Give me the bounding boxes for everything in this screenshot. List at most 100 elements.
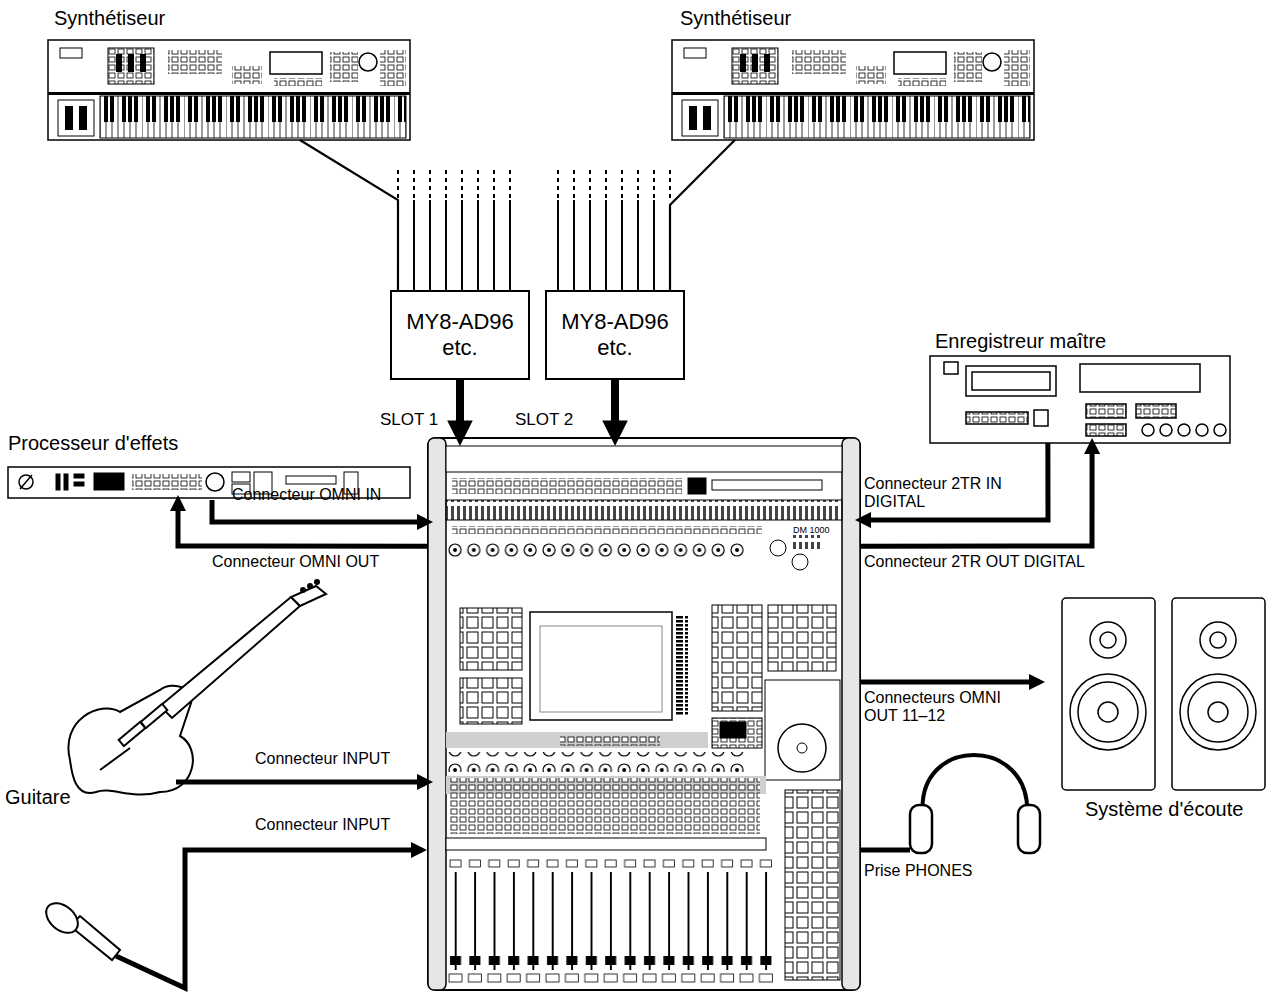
mixer-illustration xyxy=(428,438,860,990)
headphones-illustration xyxy=(910,755,1040,853)
mixer-illustration xyxy=(720,722,746,738)
device-label: Processeur d'effets xyxy=(8,432,178,455)
effects-processor-illustration xyxy=(20,475,32,489)
effects-processor-illustration xyxy=(94,473,124,490)
master-recorder-illustration xyxy=(1136,404,1176,418)
audio-channel-lines xyxy=(414,200,510,290)
audio-channel-lines xyxy=(398,170,670,290)
master-recorder-illustration xyxy=(1034,410,1048,426)
master-recorder-illustration xyxy=(1214,424,1226,436)
microphone-illustration xyxy=(40,897,120,960)
effects-processor-illustration xyxy=(74,482,84,486)
mixer-illustration xyxy=(688,478,706,494)
speaker-illustration xyxy=(1208,702,1228,722)
master-recorder-illustration xyxy=(930,356,1230,443)
master-recorder-illustration xyxy=(1196,424,1208,436)
mixer-illustration xyxy=(842,438,860,990)
guitar-illustration xyxy=(291,586,326,606)
mixer-illustration xyxy=(768,605,836,671)
speaker-illustration xyxy=(1062,598,1265,790)
effects-processor-illustration xyxy=(132,474,202,490)
mixer-illustration xyxy=(446,858,776,986)
audio-channel-lines xyxy=(558,200,654,290)
mixer-illustration xyxy=(785,790,840,980)
mixer-illustration xyxy=(712,605,762,711)
mixer-illustration xyxy=(460,678,522,724)
master-recorder-illustration xyxy=(966,366,1056,396)
master-recorder-illustration xyxy=(1142,424,1154,436)
master-recorder-illustration xyxy=(966,412,1028,424)
signal-connector xyxy=(330,779,428,784)
box-label: MY8-AD96 etc. xyxy=(395,309,525,362)
speaker-illustration xyxy=(1188,682,1248,742)
effects-processor-illustration xyxy=(56,474,60,490)
master-recorder-illustration xyxy=(1160,424,1172,436)
effects-processor-illustration xyxy=(19,475,33,489)
mixer-illustration xyxy=(712,718,762,748)
connector-label: Connecteur OMNI IN xyxy=(232,486,381,504)
mixer-illustration xyxy=(428,438,860,990)
speaker-illustration xyxy=(1200,622,1236,658)
speaker-illustration xyxy=(1210,632,1226,648)
mixer-illustration xyxy=(460,608,522,670)
signal-connector xyxy=(860,443,1092,546)
effects-processor-illustration xyxy=(286,476,336,484)
mixer-illustration xyxy=(446,446,842,472)
guitar-illustration xyxy=(308,584,312,588)
mixer-illustration xyxy=(446,732,708,748)
mixer-illustration xyxy=(446,500,842,520)
speaker-illustration xyxy=(1062,598,1155,790)
connector-label: Prise PHONES xyxy=(864,862,972,880)
master-recorder: Enregistreur maître xyxy=(928,330,1233,443)
mixing-console: DM 1000 xyxy=(428,438,860,990)
master-recorder-illustration xyxy=(1086,404,1126,418)
microphone-illustration xyxy=(40,897,83,939)
headphones-illustration xyxy=(923,755,1028,815)
master-recorder-illustration xyxy=(944,362,958,374)
effects-processor-illustration xyxy=(206,473,224,491)
device-label: Guitare xyxy=(5,786,71,809)
master-recorder-illustration xyxy=(972,372,1050,390)
mixer-illustration xyxy=(530,612,672,720)
monitor-speakers: Système d'écoute xyxy=(1040,598,1275,823)
audio-channel-lines xyxy=(558,170,670,200)
device-label: Système d'écoute xyxy=(1085,798,1243,821)
device-label: Synthétiseur xyxy=(680,7,791,30)
master-recorder-illustration xyxy=(930,356,1230,443)
guitar-illustration xyxy=(315,580,319,584)
mixer-illustration xyxy=(676,615,688,715)
mixer-illustration xyxy=(778,724,826,772)
signal-connector xyxy=(178,500,428,546)
master-recorder-illustration xyxy=(1086,424,1126,436)
signal-connector xyxy=(212,500,428,522)
signal-connector xyxy=(456,380,464,438)
speaker-illustration xyxy=(1098,702,1118,722)
speaker-illustration xyxy=(1070,674,1146,750)
guitar-illustration xyxy=(301,588,305,592)
connector-label: Connecteur OMNI OUT xyxy=(212,553,379,571)
mixer-illustration xyxy=(450,778,760,834)
guitar-illustration xyxy=(119,722,146,746)
synthesizer-illustration xyxy=(48,40,410,140)
mixer-illustration xyxy=(790,535,820,549)
master-recorder-illustration xyxy=(1080,364,1200,392)
mixer-illustration xyxy=(540,626,662,712)
speaker-illustration xyxy=(1090,622,1126,658)
signal-connector xyxy=(611,380,619,438)
effects-processor-illustration xyxy=(74,474,84,478)
device-label: Enregistreur maître xyxy=(935,330,1106,353)
master-recorder-illustration xyxy=(1178,424,1190,436)
mixer-illustration xyxy=(797,743,807,753)
connector-label: Connecteur INPUT xyxy=(255,750,390,768)
guitar-illustration xyxy=(100,748,130,770)
effects-processor-illustration xyxy=(232,472,250,482)
guitar-cable xyxy=(176,780,330,785)
connector-label: Connecteur 2TR IN DIGITAL xyxy=(864,475,1039,512)
microphone-cable xyxy=(116,850,422,988)
mixer-illustration xyxy=(446,838,766,850)
connector-label: Connecteurs OMNI OUT 11–12 xyxy=(864,689,1024,726)
guitar: Guitare xyxy=(0,590,330,815)
